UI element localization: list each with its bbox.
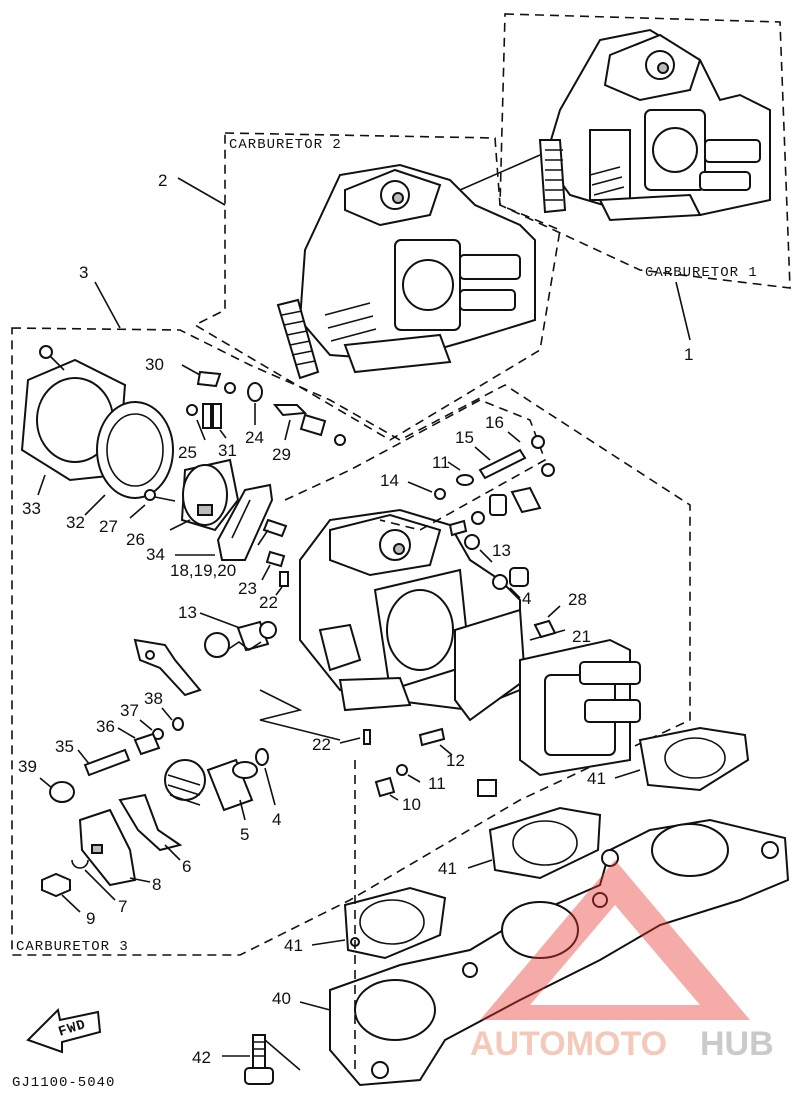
callout-5: 5 bbox=[240, 825, 249, 844]
callout-37: 37 bbox=[120, 701, 139, 720]
callout-7: 7 bbox=[118, 897, 127, 916]
callout-14: 14 bbox=[380, 471, 399, 490]
pump-body-26: 26 bbox=[126, 458, 240, 549]
jet-parts-18-23-22: 18,19,20 23 22 bbox=[170, 518, 289, 612]
callout-8: 8 bbox=[152, 875, 161, 894]
callout-41-left: 41 bbox=[284, 936, 303, 955]
callout-11-upper: 11 bbox=[432, 453, 450, 472]
idle-screw-parts: 22 12 11 10 11 bbox=[259, 453, 497, 814]
watermark-text-automoto: AUTOMOTO bbox=[470, 1025, 667, 1063]
callout-9: 9 bbox=[86, 909, 95, 928]
carburetor-2-frame-label: CARBURETOR 2 bbox=[229, 137, 342, 153]
carburetor-3-body bbox=[299, 508, 641, 777]
callout-15: 15 bbox=[455, 428, 474, 447]
carburetor-2-assembly: CARBURETOR 2 2 bbox=[158, 132, 561, 441]
callout-21: 21 bbox=[572, 627, 591, 646]
carburetor-3-frame-label: CARBURETOR 3 bbox=[16, 939, 129, 955]
callout-36: 36 bbox=[96, 717, 115, 736]
gasket-41-middle: 41 bbox=[438, 806, 602, 880]
callout-32: 32 bbox=[66, 513, 85, 532]
drawing-code: GJ1100-5040 bbox=[12, 1075, 115, 1091]
callout-10: 10 bbox=[402, 795, 421, 814]
callout-12: 12 bbox=[446, 751, 465, 770]
bolt-42: 42 bbox=[192, 1034, 301, 1085]
callout-28: 28 bbox=[568, 590, 587, 609]
callout-26: 26 bbox=[126, 530, 145, 549]
callout-23: 23 bbox=[238, 579, 257, 598]
gasket-41-right: 41 bbox=[587, 726, 750, 792]
callout-25: 25 bbox=[178, 443, 197, 462]
callout-13-upper: 13 bbox=[492, 541, 511, 560]
callout-1: 1 bbox=[684, 345, 693, 364]
carburetor-1-assembly: CARBURETOR 1 1 bbox=[499, 13, 791, 364]
throttle-lever-parts: 5 4 6 8 7 9 bbox=[41, 748, 281, 928]
callout-18-19-20: 18,19,20 bbox=[170, 561, 236, 580]
forward-arrow-icon: FWD bbox=[26, 1007, 102, 1054]
gasket-34: 34 bbox=[146, 483, 274, 564]
callout-24: 24 bbox=[245, 428, 264, 447]
throttle-shaft-parts: 13 38 37 36 35 39 bbox=[18, 603, 277, 803]
callout-6: 6 bbox=[182, 857, 191, 876]
warning-triangle-logo-icon bbox=[480, 860, 750, 1020]
callout-33: 33 bbox=[22, 499, 41, 518]
callout-30: 30 bbox=[145, 355, 164, 374]
callout-41-middle: 41 bbox=[438, 859, 457, 878]
callout-34: 34 bbox=[146, 545, 165, 564]
carburetor-1-frame-label: CARBURETOR 1 bbox=[645, 265, 758, 281]
pump-parts-30-31-24-25-29: 30 31 25 24 29 bbox=[145, 355, 346, 464]
automotohub-watermark: AUTOMOTO HUB bbox=[470, 860, 774, 1063]
callout-3: 3 bbox=[79, 263, 88, 282]
callout-40: 40 bbox=[272, 989, 291, 1008]
carburetor-3-frame: CARBURETOR 3 3 bbox=[11, 263, 691, 956]
watermark-text-hub: HUB bbox=[700, 1025, 774, 1063]
callout-4-lower: 4 bbox=[272, 810, 281, 829]
callout-13-lower: 13 bbox=[178, 603, 197, 622]
callout-42: 42 bbox=[192, 1048, 211, 1067]
callout-35: 35 bbox=[55, 737, 74, 756]
callout-31: 31 bbox=[218, 441, 237, 460]
callout-22-lower: 22 bbox=[312, 735, 331, 754]
gasket-41-left: 41 bbox=[284, 886, 447, 960]
screw-27: 27 bbox=[99, 489, 176, 536]
fuel-inlet-parts: 16 15 14 13 4 28 21 bbox=[284, 399, 591, 646]
callout-11-lower: 11 bbox=[428, 774, 446, 793]
callout-4-upper: 4 bbox=[522, 589, 531, 608]
callout-29: 29 bbox=[272, 445, 291, 464]
callout-16: 16 bbox=[485, 413, 504, 432]
callout-38: 38 bbox=[144, 689, 163, 708]
diaphragm-32: 32 bbox=[66, 401, 174, 532]
callout-22-upper: 22 bbox=[259, 593, 278, 612]
callout-41-right: 41 bbox=[587, 769, 606, 788]
callout-39: 39 bbox=[18, 757, 37, 776]
intake-manifold-40: 40 bbox=[272, 760, 790, 1087]
callout-2: 2 bbox=[158, 171, 167, 190]
callout-27: 27 bbox=[99, 517, 118, 536]
